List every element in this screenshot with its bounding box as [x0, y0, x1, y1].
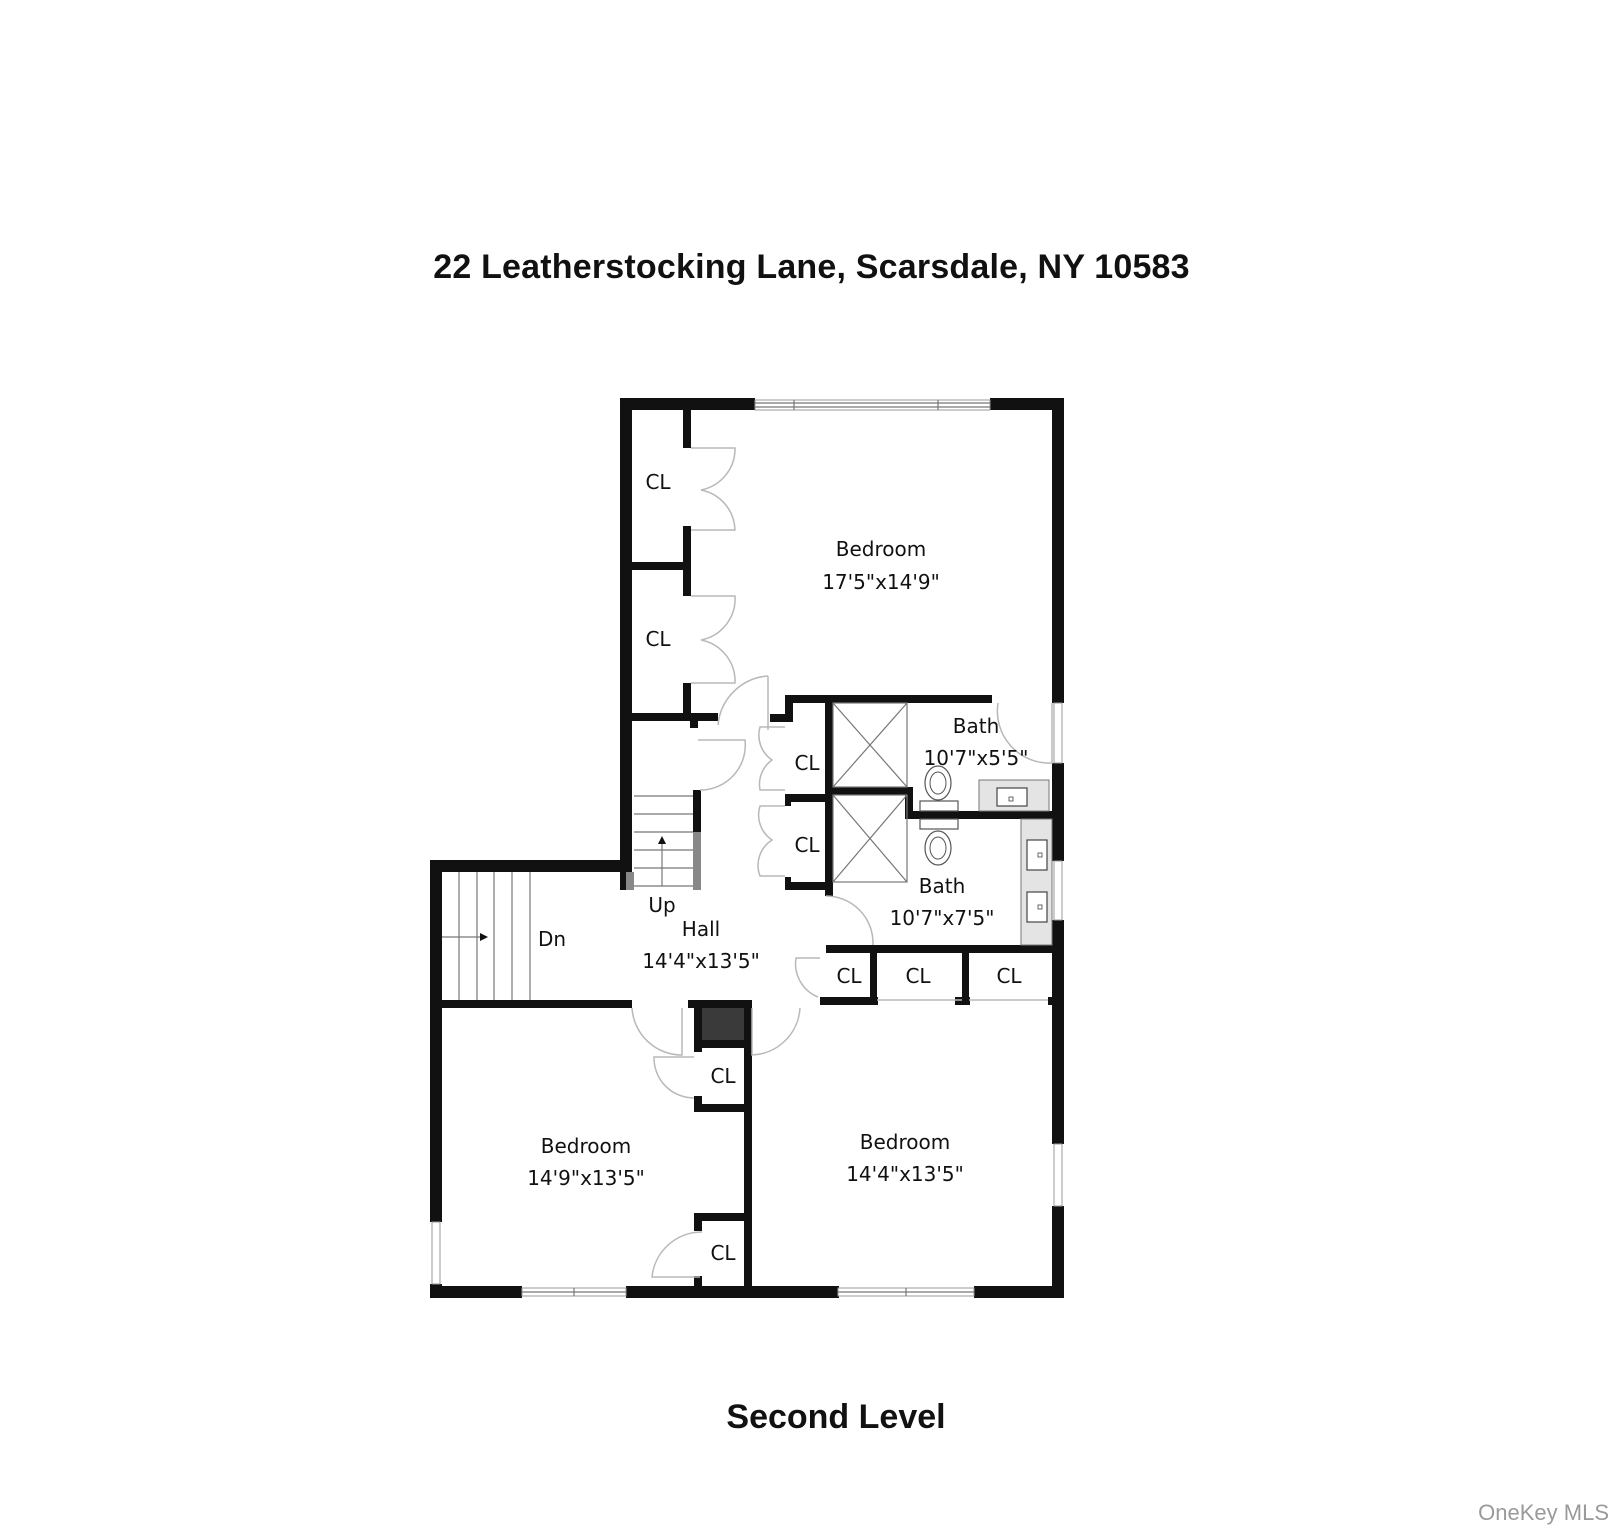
room-dims-bedroom-left: 14'9"x13'5"	[527, 1166, 645, 1190]
room-dims-bath-upper: 10'7"x5'5"	[924, 746, 1029, 770]
room-dims-hall: 14'4"x13'5"	[642, 949, 760, 973]
page-title: 22 Leatherstocking Lane, Scarsdale, NY 1…	[433, 248, 1190, 286]
closet-label: CL	[645, 627, 671, 651]
closet-label: CL	[645, 470, 671, 494]
stairs-down-label: Dn	[538, 927, 566, 951]
level-label: Second Level	[726, 1398, 946, 1436]
closet-label: CL	[794, 751, 820, 775]
stairs-down	[442, 872, 531, 1000]
closet-label: CL	[710, 1241, 736, 1265]
showers	[832, 702, 908, 883]
room-name-bath-lower: Bath	[919, 874, 966, 898]
stairs-up	[634, 795, 693, 887]
outer-walls	[430, 398, 1064, 1298]
room-labels: Bedroom 17'5"x14'9" Bath 10'7"x5'5" Bath…	[527, 470, 1028, 1265]
stairs-up-label: Up	[648, 893, 675, 917]
closet-label: CL	[996, 964, 1022, 988]
room-name-primary-bedroom: Bedroom	[836, 537, 926, 561]
closet-label: CL	[710, 1064, 736, 1088]
doors	[631, 447, 1053, 1278]
watermark: OneKey MLS	[1478, 1500, 1609, 1525]
closet-label: CL	[905, 964, 931, 988]
room-name-hall: Hall	[682, 917, 720, 941]
room-name-bedroom-left: Bedroom	[541, 1134, 631, 1158]
bath-fixtures	[919, 765, 1053, 946]
room-name-bath-upper: Bath	[953, 714, 1000, 738]
room-dims-bedroom-right: 14'4"x13'5"	[846, 1162, 964, 1186]
closet-label: CL	[794, 833, 820, 857]
room-dims-bath-lower: 10'7"x7'5"	[890, 906, 995, 930]
closet-label: CL	[836, 964, 862, 988]
room-dims-primary-bedroom: 17'5"x14'9"	[822, 570, 940, 594]
windows	[431, 399, 1063, 1297]
interior-walls	[442, 410, 1054, 1298]
room-name-bedroom-right: Bedroom	[860, 1130, 950, 1154]
